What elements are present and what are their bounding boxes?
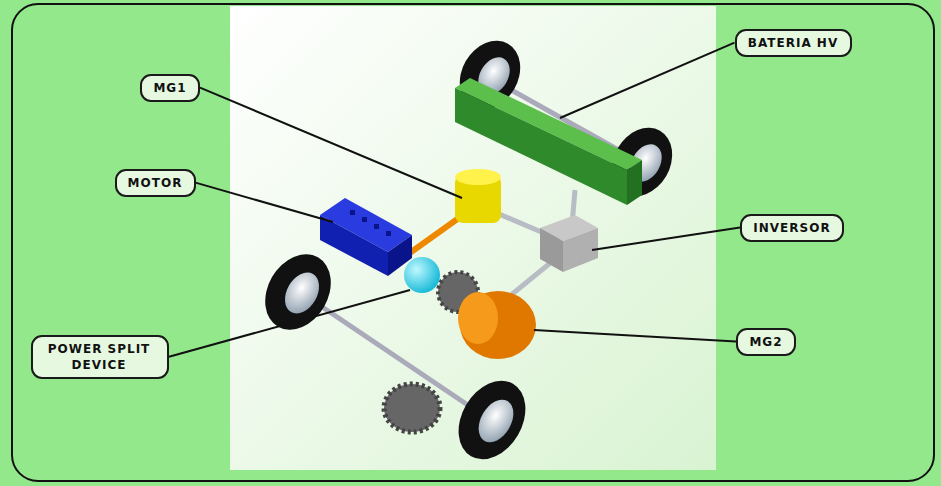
leader-line [169, 290, 410, 357]
inverter-box [540, 215, 598, 272]
callout-box: BATERIA HV [735, 29, 852, 57]
leader-line [534, 330, 736, 342]
leader-line [200, 88, 462, 198]
callout-box: POWER SPLIT DEVICE [31, 335, 169, 379]
callout-box: INVERSOR [740, 214, 844, 242]
part-name: BATERIA HV [747, 35, 840, 51]
callout-box: MOTOR [115, 169, 196, 197]
part-name: MG2 [748, 334, 784, 350]
power-split-sphere [404, 257, 440, 293]
part-name: MG1 [152, 80, 188, 96]
leader-line [592, 228, 740, 250]
leader-line [560, 43, 735, 118]
mg1-cylinder [455, 169, 501, 223]
panel-frame [12, 4, 934, 481]
part-name: INVERSOR [752, 220, 832, 236]
part-name: POWER SPLIT DEVICE [43, 341, 155, 373]
leader-line [196, 183, 334, 222]
gear [384, 384, 440, 432]
engine-block [320, 198, 412, 276]
mg2-cylinder [458, 291, 536, 359]
wheel [252, 242, 344, 341]
part-name: MOTOR [127, 175, 184, 191]
wheel [445, 369, 539, 472]
callout-box: MG1 [140, 74, 200, 102]
callout-box: MG2 [736, 328, 796, 356]
